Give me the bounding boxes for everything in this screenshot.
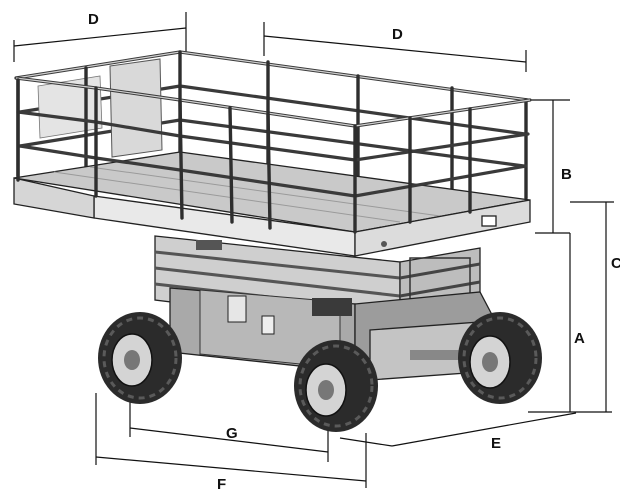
wheel-front-left	[294, 340, 378, 432]
front-guardrails	[14, 76, 532, 234]
label-a: A	[574, 330, 585, 347]
label-e: E	[491, 435, 501, 452]
label-b: B	[561, 166, 572, 183]
label-d-right: D	[392, 26, 403, 43]
dimension-lines	[13, 12, 614, 488]
platform-deck	[13, 151, 531, 257]
label-f: F	[217, 476, 226, 493]
wheel-rear-right	[458, 312, 542, 404]
wheel-rear-left	[98, 312, 182, 404]
label-d-left: D	[88, 11, 99, 28]
label-g: G	[226, 425, 238, 442]
dimension-labels: D D B C A E F G	[88, 11, 620, 493]
label-c: C	[611, 255, 620, 272]
